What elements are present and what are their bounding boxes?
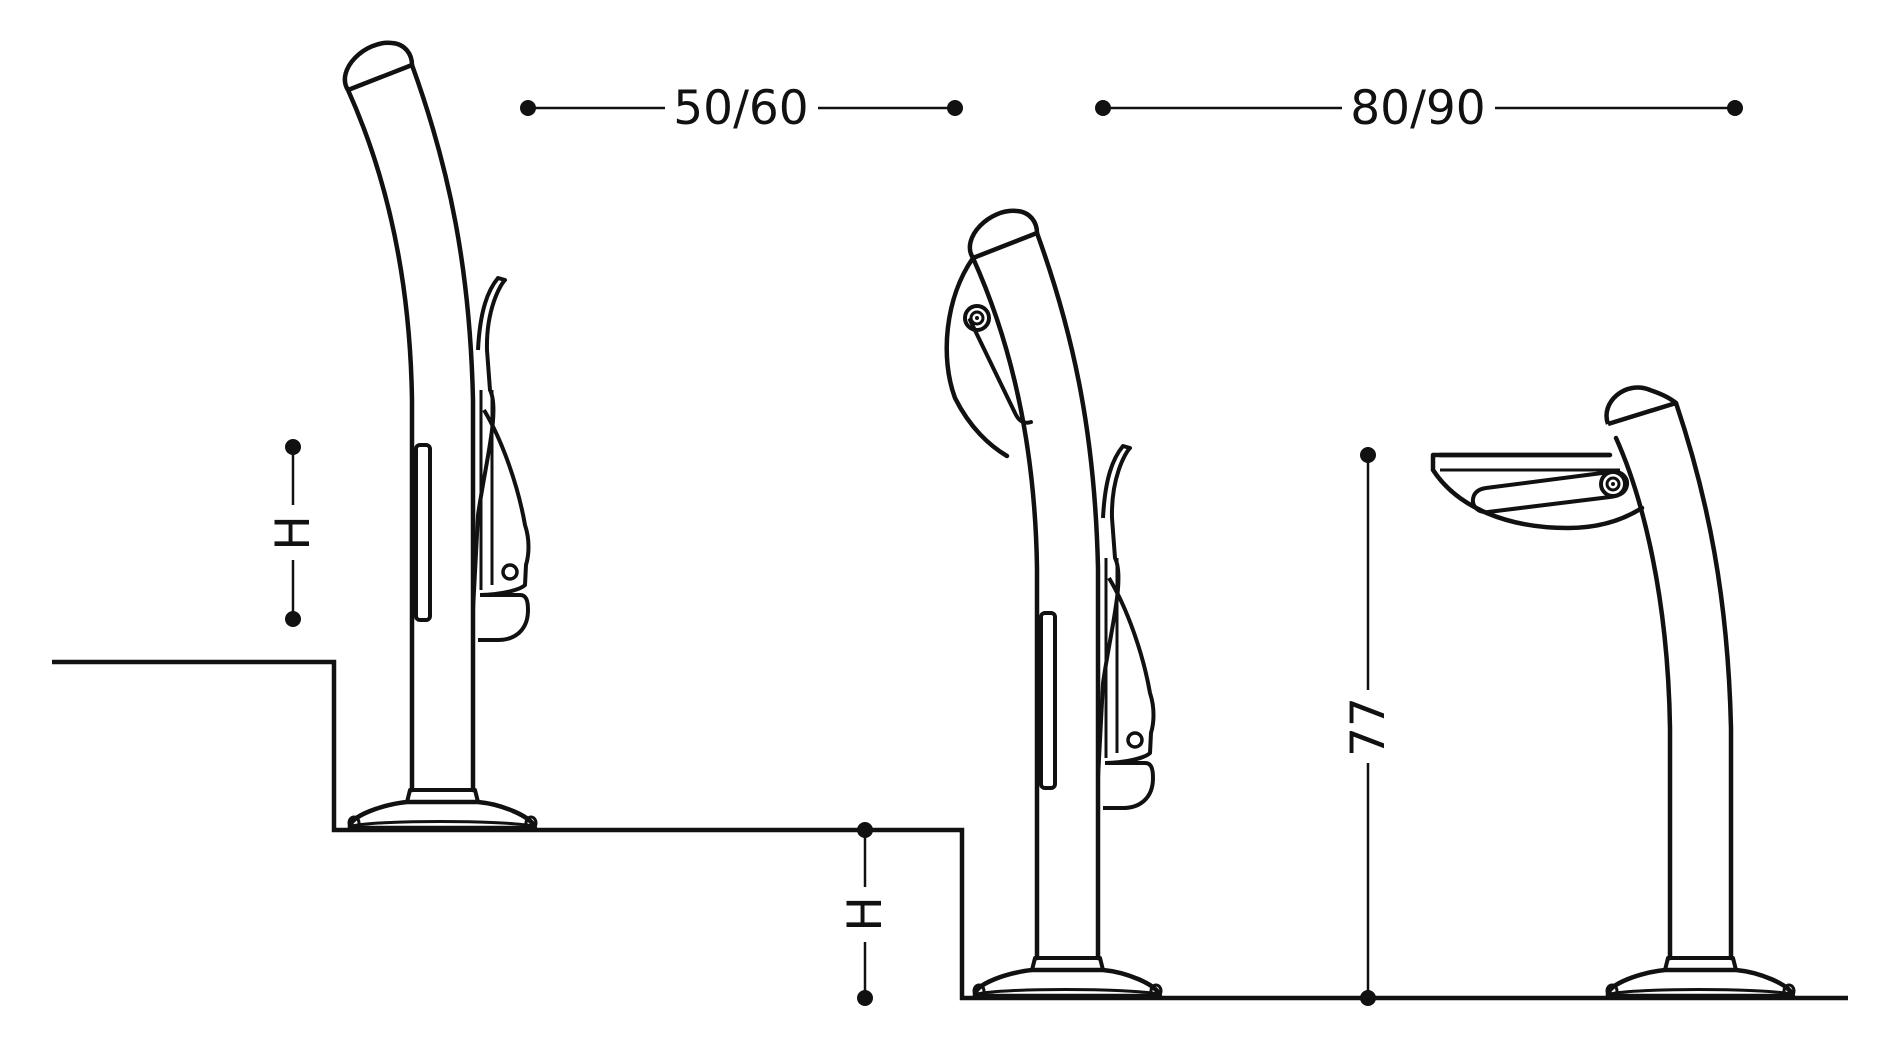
dimension-spacing-b: 80/90 xyxy=(1095,81,1743,136)
dimension-label-step-height-upper: H xyxy=(266,515,321,550)
dimension-label-step-height-lower: H xyxy=(838,896,893,931)
dimension-label-seat-height: 77 xyxy=(1341,697,1396,757)
seat-folded-upper xyxy=(345,43,536,829)
dimension-step-height-upper: H xyxy=(266,439,321,627)
seat-folded-lower xyxy=(944,211,1161,997)
hinge-bolt xyxy=(963,304,991,332)
dimension-label-spacing-b: 80/90 xyxy=(1350,81,1485,136)
dimension-step-height-lower: H xyxy=(838,822,893,1006)
dimension-seat-height: 77 xyxy=(1341,447,1396,1006)
seat-open xyxy=(1430,385,1796,999)
dimension-spacing-a: 50/60 xyxy=(520,81,963,136)
hinge-bolt xyxy=(1599,470,1627,498)
terrace-step-profile xyxy=(52,659,1848,1001)
dimension-label-spacing-a: 50/60 xyxy=(673,81,808,136)
